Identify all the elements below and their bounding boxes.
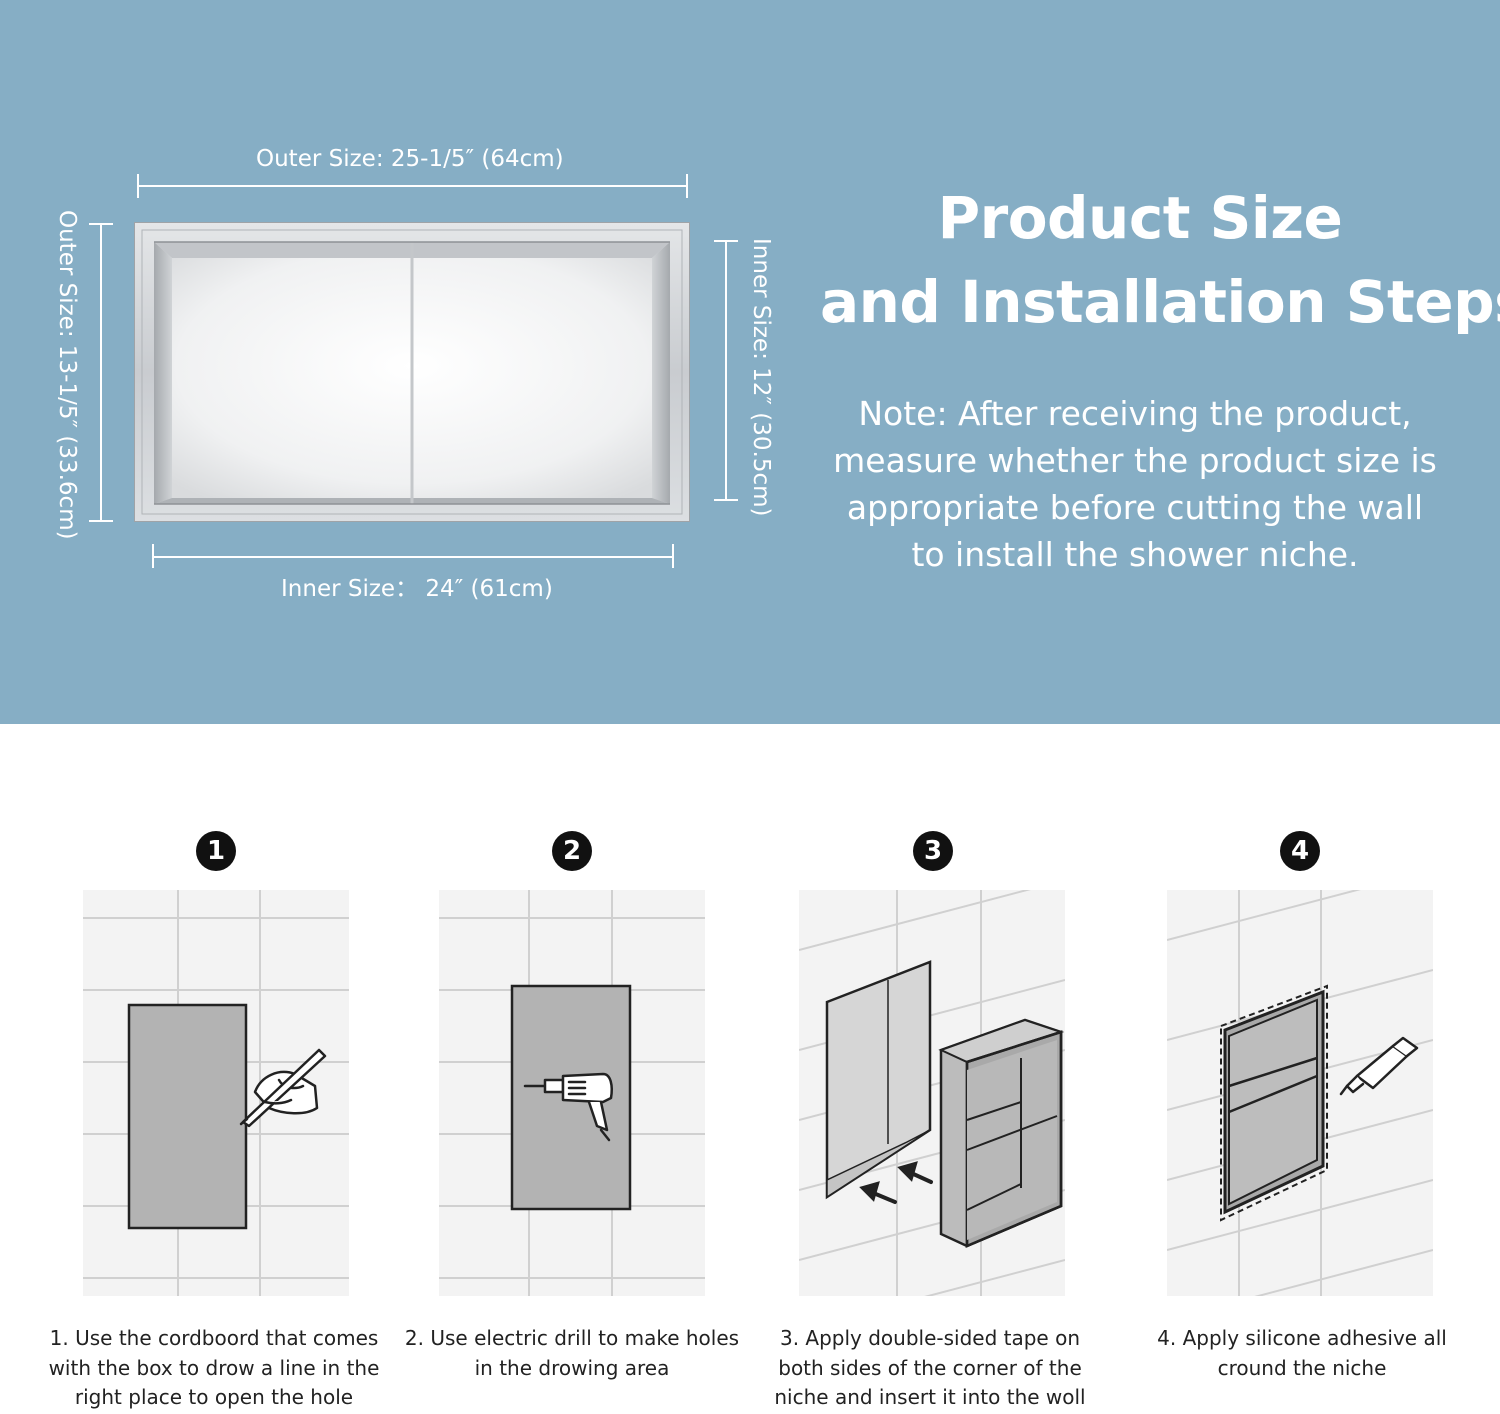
silicone-tube-icon <box>1339 1036 1419 1096</box>
inner-width-line <box>153 556 673 558</box>
step-1-illustration <box>83 890 349 1296</box>
outer-height-line <box>100 224 102 522</box>
outer-height-label: Outer Size: 13-1/5″ (33.6cm) <box>54 210 80 540</box>
outer-width-line <box>138 185 688 187</box>
step-4-caption: 4. Apply silicone adhesive all cround th… <box>1157 1326 1447 1380</box>
inner-height-line <box>725 241 727 501</box>
inner-height-label: Inner Size: 12″ (30.5cm) <box>748 238 774 517</box>
outer-height-tick-bottom <box>89 520 113 522</box>
step-3-caption: 3. Apply double-sided tape on both sides… <box>774 1326 1086 1409</box>
inner-width-tick-right <box>672 544 674 568</box>
step-1-caption: 1. Use the cordboord that comes with the… <box>48 1326 380 1409</box>
page-title-line2: and Installation Steps <box>820 268 1500 336</box>
outer-height-tick-top <box>89 223 113 225</box>
step-3-number: 3 <box>913 831 953 871</box>
step-2-number: 2 <box>552 831 592 871</box>
outer-width-label: Outer Size: 25-1/5″ (64cm) <box>256 146 564 172</box>
insert-arrows-icon <box>859 1161 933 1204</box>
step-3-illustration <box>799 890 1065 1296</box>
inner-height-tick-top <box>714 240 738 242</box>
note-text: Note: After receiving the product, measu… <box>833 394 1437 574</box>
step-4-number: 4 <box>1280 831 1320 871</box>
page-title-line1: Product Size <box>937 184 1343 252</box>
shower-niche-image <box>134 222 690 522</box>
inner-width-tick-left <box>152 544 154 568</box>
inner-height-tick-bottom <box>714 499 738 501</box>
step-2-illustration <box>439 890 705 1296</box>
outer-width-tick-left <box>137 174 139 198</box>
header-section: Outer Size: 25-1/5″ (64cm) Inner Size： 2… <box>0 0 1500 724</box>
electric-drill-icon <box>523 1072 613 1142</box>
outer-width-tick-right <box>686 174 688 198</box>
pencil-hand-icon <box>239 1048 327 1128</box>
inner-width-label: Inner Size： 24″ (61cm) <box>281 576 553 602</box>
step-1-number: 1 <box>196 831 236 871</box>
step-2-caption: 2. Use electric drill to make holes in t… <box>404 1326 740 1380</box>
step-4-illustration <box>1167 890 1433 1296</box>
